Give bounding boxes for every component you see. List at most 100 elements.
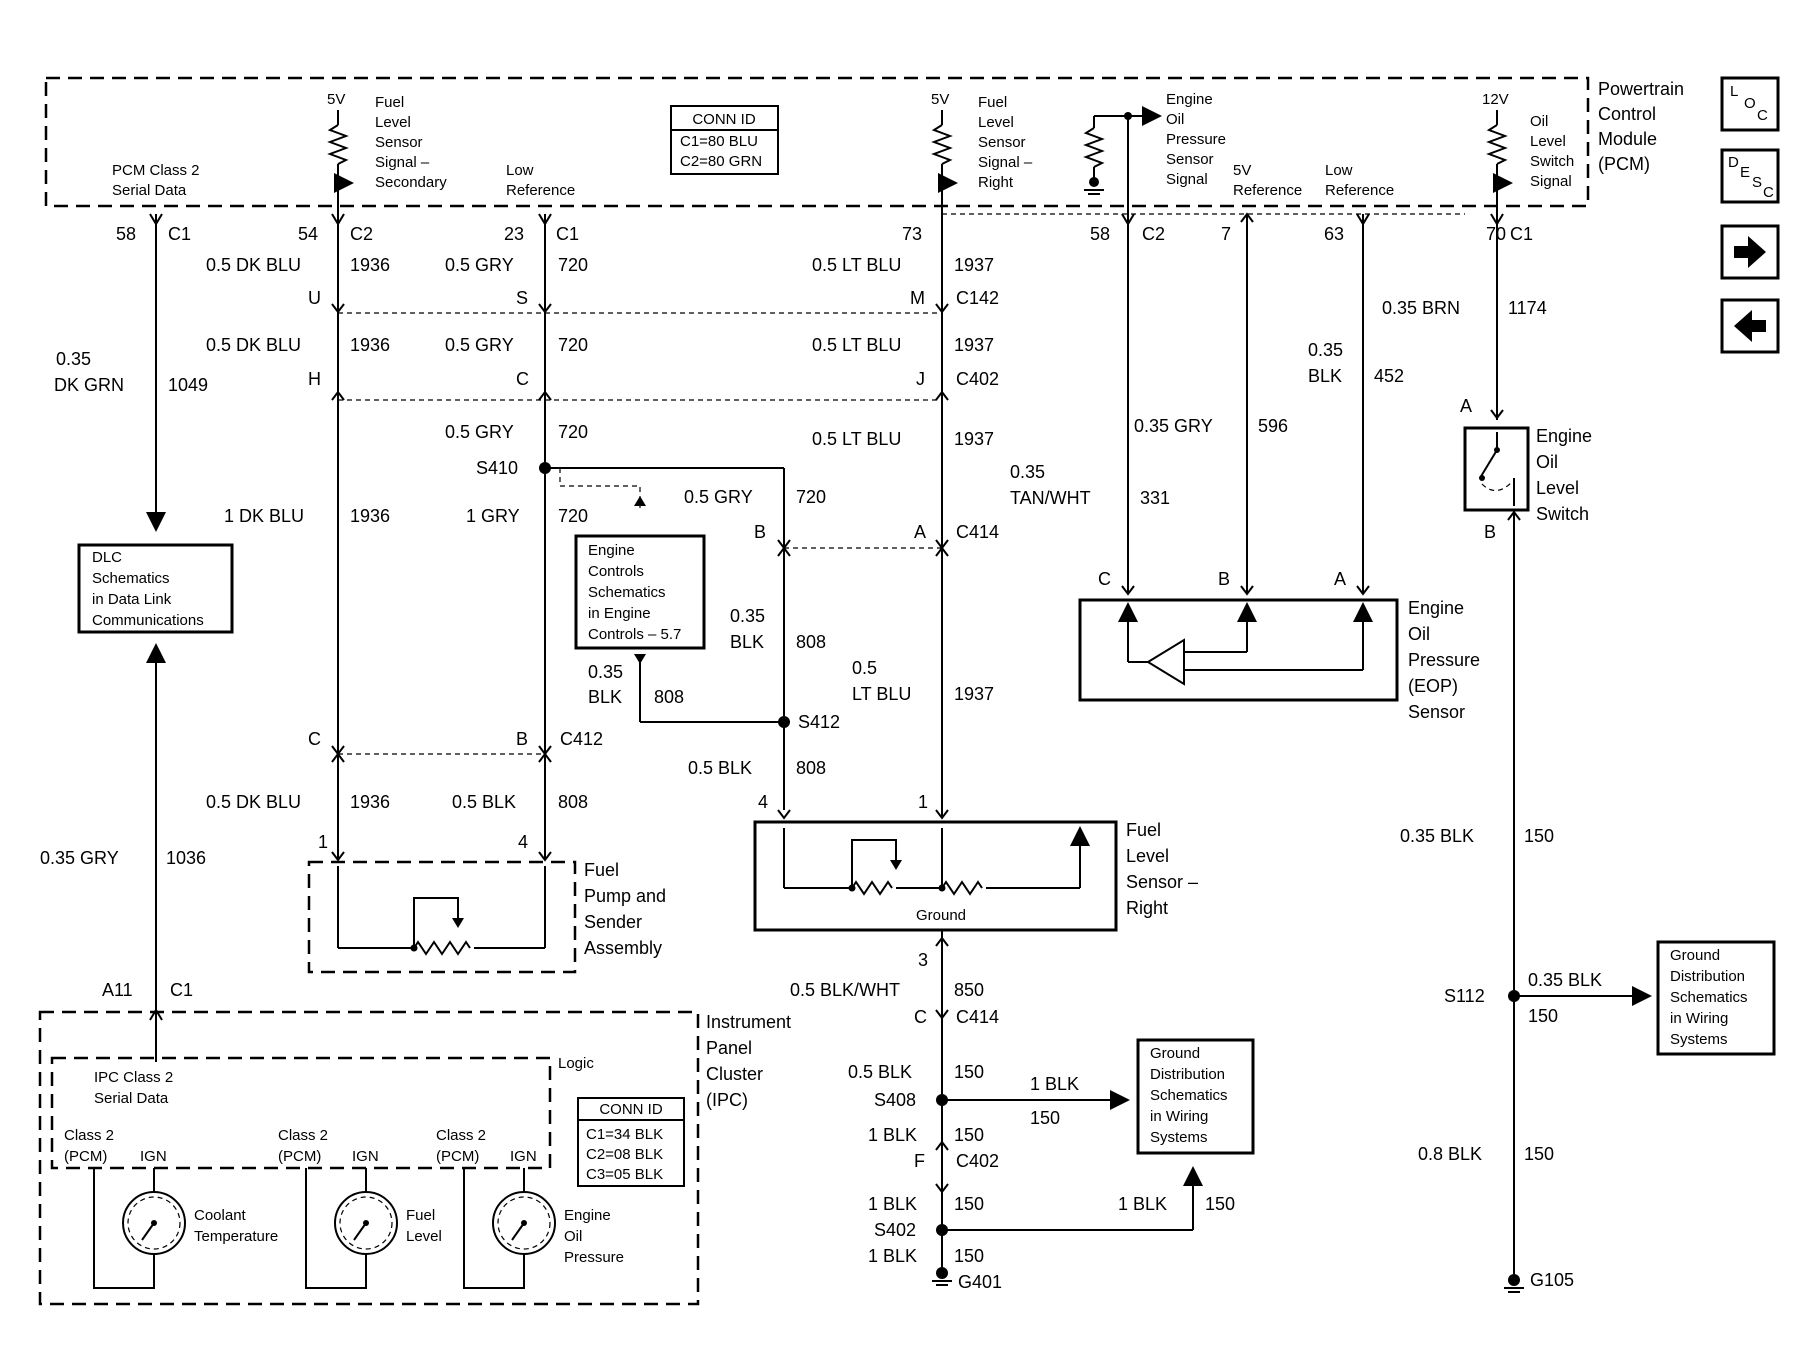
ec-line-1: Engine [588, 542, 635, 559]
wire-150-label-c: 0.8 BLK [1418, 1144, 1482, 1164]
wire-1936: 0.5 DK BLU 1936 U 0.5 DK BLU 1936 H 1 DK… [206, 213, 390, 862]
oil-pressure-gauge-icon [492, 1191, 556, 1255]
fuel-gauge-label-1: Fuel [406, 1207, 435, 1224]
wire-850-label: 0.5 BLK/WHT [790, 980, 900, 1000]
ground-distribution-reference-1[interactable]: Ground Distribution Schematics in Wiring… [1136, 1038, 1255, 1155]
pcm-eop-2: Oil [1166, 111, 1184, 128]
wire-1937-label-3: 0.5 LT BLU [812, 429, 901, 449]
wire-720-circuit-3: 720 [558, 422, 588, 442]
wire-1936-circuit-1: 1936 [350, 255, 390, 275]
c414-pin-b: B [754, 522, 766, 542]
wire-150-label-d: 0.5 BLK [848, 1062, 912, 1082]
fuel-right-pin-3: 3 [918, 950, 928, 970]
wire-720-label-3: 0.5 GRY [445, 422, 514, 442]
wire-1937-circuit-4: 1937 [954, 684, 994, 704]
c412-pin-b: B [516, 729, 528, 749]
wire-720-label-2: 0.5 GRY [445, 335, 514, 355]
arrow-left-icon [1734, 310, 1766, 342]
next-arrow-button[interactable] [1720, 224, 1780, 280]
wire-1174-label: 0.35 BRN [1382, 298, 1460, 318]
wire-1936-label-2: 0.5 DK BLU [206, 335, 301, 355]
pcm-eop5v-1: 5V [1233, 162, 1251, 179]
pcm-eop5v-2: Reference [1233, 182, 1302, 199]
wire-1936-label-4: 0.5 DK BLU [206, 792, 301, 812]
eop-pin-b: B [1218, 569, 1230, 589]
wire-1049: 0.35 DK GRN 1049 [54, 213, 208, 532]
eop-pin-a: A [1334, 569, 1346, 589]
pin-54: 54 [298, 224, 318, 244]
pin-c1-b: C1 [556, 224, 579, 244]
wire-850-circuit: 850 [954, 980, 984, 1000]
loc-button[interactable]: L O C [1720, 76, 1780, 132]
pcm-fuelsec-1: Fuel [375, 94, 404, 111]
pin-7: 7 [1221, 224, 1231, 244]
wire-1936-circuit-2: 1936 [350, 335, 390, 355]
pcm-fuelright-3: Sensor [978, 134, 1026, 151]
dlc-reference[interactable]: DLC Schematics in Data Link Communicatio… [77, 543, 234, 634]
wire-1937-circuit-1: 1937 [954, 255, 994, 275]
pin-c2-b: C2 [1142, 224, 1165, 244]
fuel-right-label-1: Fuel [1126, 820, 1161, 840]
pcm-pins: 58 C1 54 C2 23 C1 73 58 C2 7 63 70 C1 [116, 224, 1533, 244]
wire-808-label-c: 0.5 BLK [688, 758, 752, 778]
gd1-line-4: in Wiring [1150, 1108, 1208, 1125]
desc-button[interactable]: D E S C [1720, 148, 1780, 204]
wire-150-circuit-b: 150 [1528, 1006, 1558, 1026]
fuel-pump-label-3: Sender [584, 912, 642, 932]
pcm-conn-2: C2=80 GRN [680, 153, 762, 170]
pcm-fuelright-2: Level [978, 114, 1014, 131]
pcm-oilsw-1: Oil [1530, 113, 1548, 130]
wire-1937-label-1: 0.5 LT BLU [812, 255, 901, 275]
c142-label: C142 [956, 288, 999, 308]
fuel-pump-label-4: Assembly [584, 938, 662, 958]
ipc-conn-3: C3=05 BLK [586, 1166, 663, 1183]
ground-distribution-reference-2[interactable]: Ground Distribution Schematics in Wiring… [1656, 940, 1776, 1056]
fuel-pump-pin-1: 1 [318, 832, 328, 852]
pin-73: 73 [902, 224, 922, 244]
pin-58-b: 58 [1090, 224, 1110, 244]
ipc-ign-a: IGN [140, 1148, 167, 1165]
wire-1049-gauge: 0.35 [56, 349, 91, 369]
wire-808-color-a: BLK [588, 687, 622, 707]
wire-1937-circuit-3: 1937 [954, 429, 994, 449]
ground-icon [1508, 1274, 1520, 1286]
gd2-line-4: in Wiring [1670, 1010, 1728, 1027]
oil-switch-label-2: Oil [1536, 452, 1558, 472]
ground-circuit-g105: B 0.35 BLK 150 S112 0.35 BLK 150 0.8 BLK… [1400, 510, 1652, 1293]
ipc-logic-label: Logic [558, 1055, 594, 1072]
eop-label-3: Pressure [1408, 650, 1480, 670]
pcm-title-2: Control [1598, 104, 1656, 124]
pcm-fuelsec-3: Sensor [375, 134, 423, 151]
fuel-gauge-label-2: Level [406, 1228, 442, 1245]
dlc-line-4: Communications [92, 612, 204, 629]
ec-line-3: Schematics [588, 584, 666, 601]
wire-808-circuit-d: 808 [558, 792, 588, 812]
ipc-conn-title: CONN ID [599, 1101, 663, 1118]
pcm-oilsw-3: Switch [1530, 153, 1574, 170]
wire-1036: 0.35 GRY 1036 A11 C1 [40, 643, 206, 1021]
prev-arrow-button[interactable] [1720, 298, 1780, 354]
pcm-title-4: (PCM) [1598, 154, 1650, 174]
oil-switch-label-1: Engine [1536, 426, 1592, 446]
pcm-title-1: Powertrain [1598, 79, 1684, 99]
fuel-pump-pin-4: 4 [518, 832, 528, 852]
ipc-class2c-2: (PCM) [436, 1148, 479, 1165]
wire-331-circuit: 331 [1140, 488, 1170, 508]
arrow-right-icon [1734, 236, 1766, 268]
eop-label-2: Oil [1408, 624, 1430, 644]
ec-line-4: in Engine [588, 605, 651, 622]
instrument-panel-cluster: Instrument Panel Cluster (IPC) Logic IPC… [38, 1010, 791, 1306]
oil-switch-label-3: Level [1536, 478, 1579, 498]
wire-1937-color-4: LT BLU [852, 684, 911, 704]
c402-pin-c: C [516, 369, 529, 389]
gd1-line-5: Systems [1150, 1129, 1208, 1146]
gd2-line-3: Schematics [1670, 989, 1748, 1006]
splice-s408: S408 [874, 1090, 916, 1110]
engine-controls-reference[interactable]: Engine Controls Schematics in Engine Con… [574, 534, 706, 650]
pcm-5v-a: 5V [327, 91, 345, 108]
pcm-oilsw-4: Signal [1530, 173, 1572, 190]
ground-g401: G401 [958, 1272, 1002, 1292]
ipc-class2b-2: (PCM) [278, 1148, 321, 1165]
desc-d: D [1728, 154, 1739, 171]
wire-452-gauge: 0.35 [1308, 340, 1343, 360]
